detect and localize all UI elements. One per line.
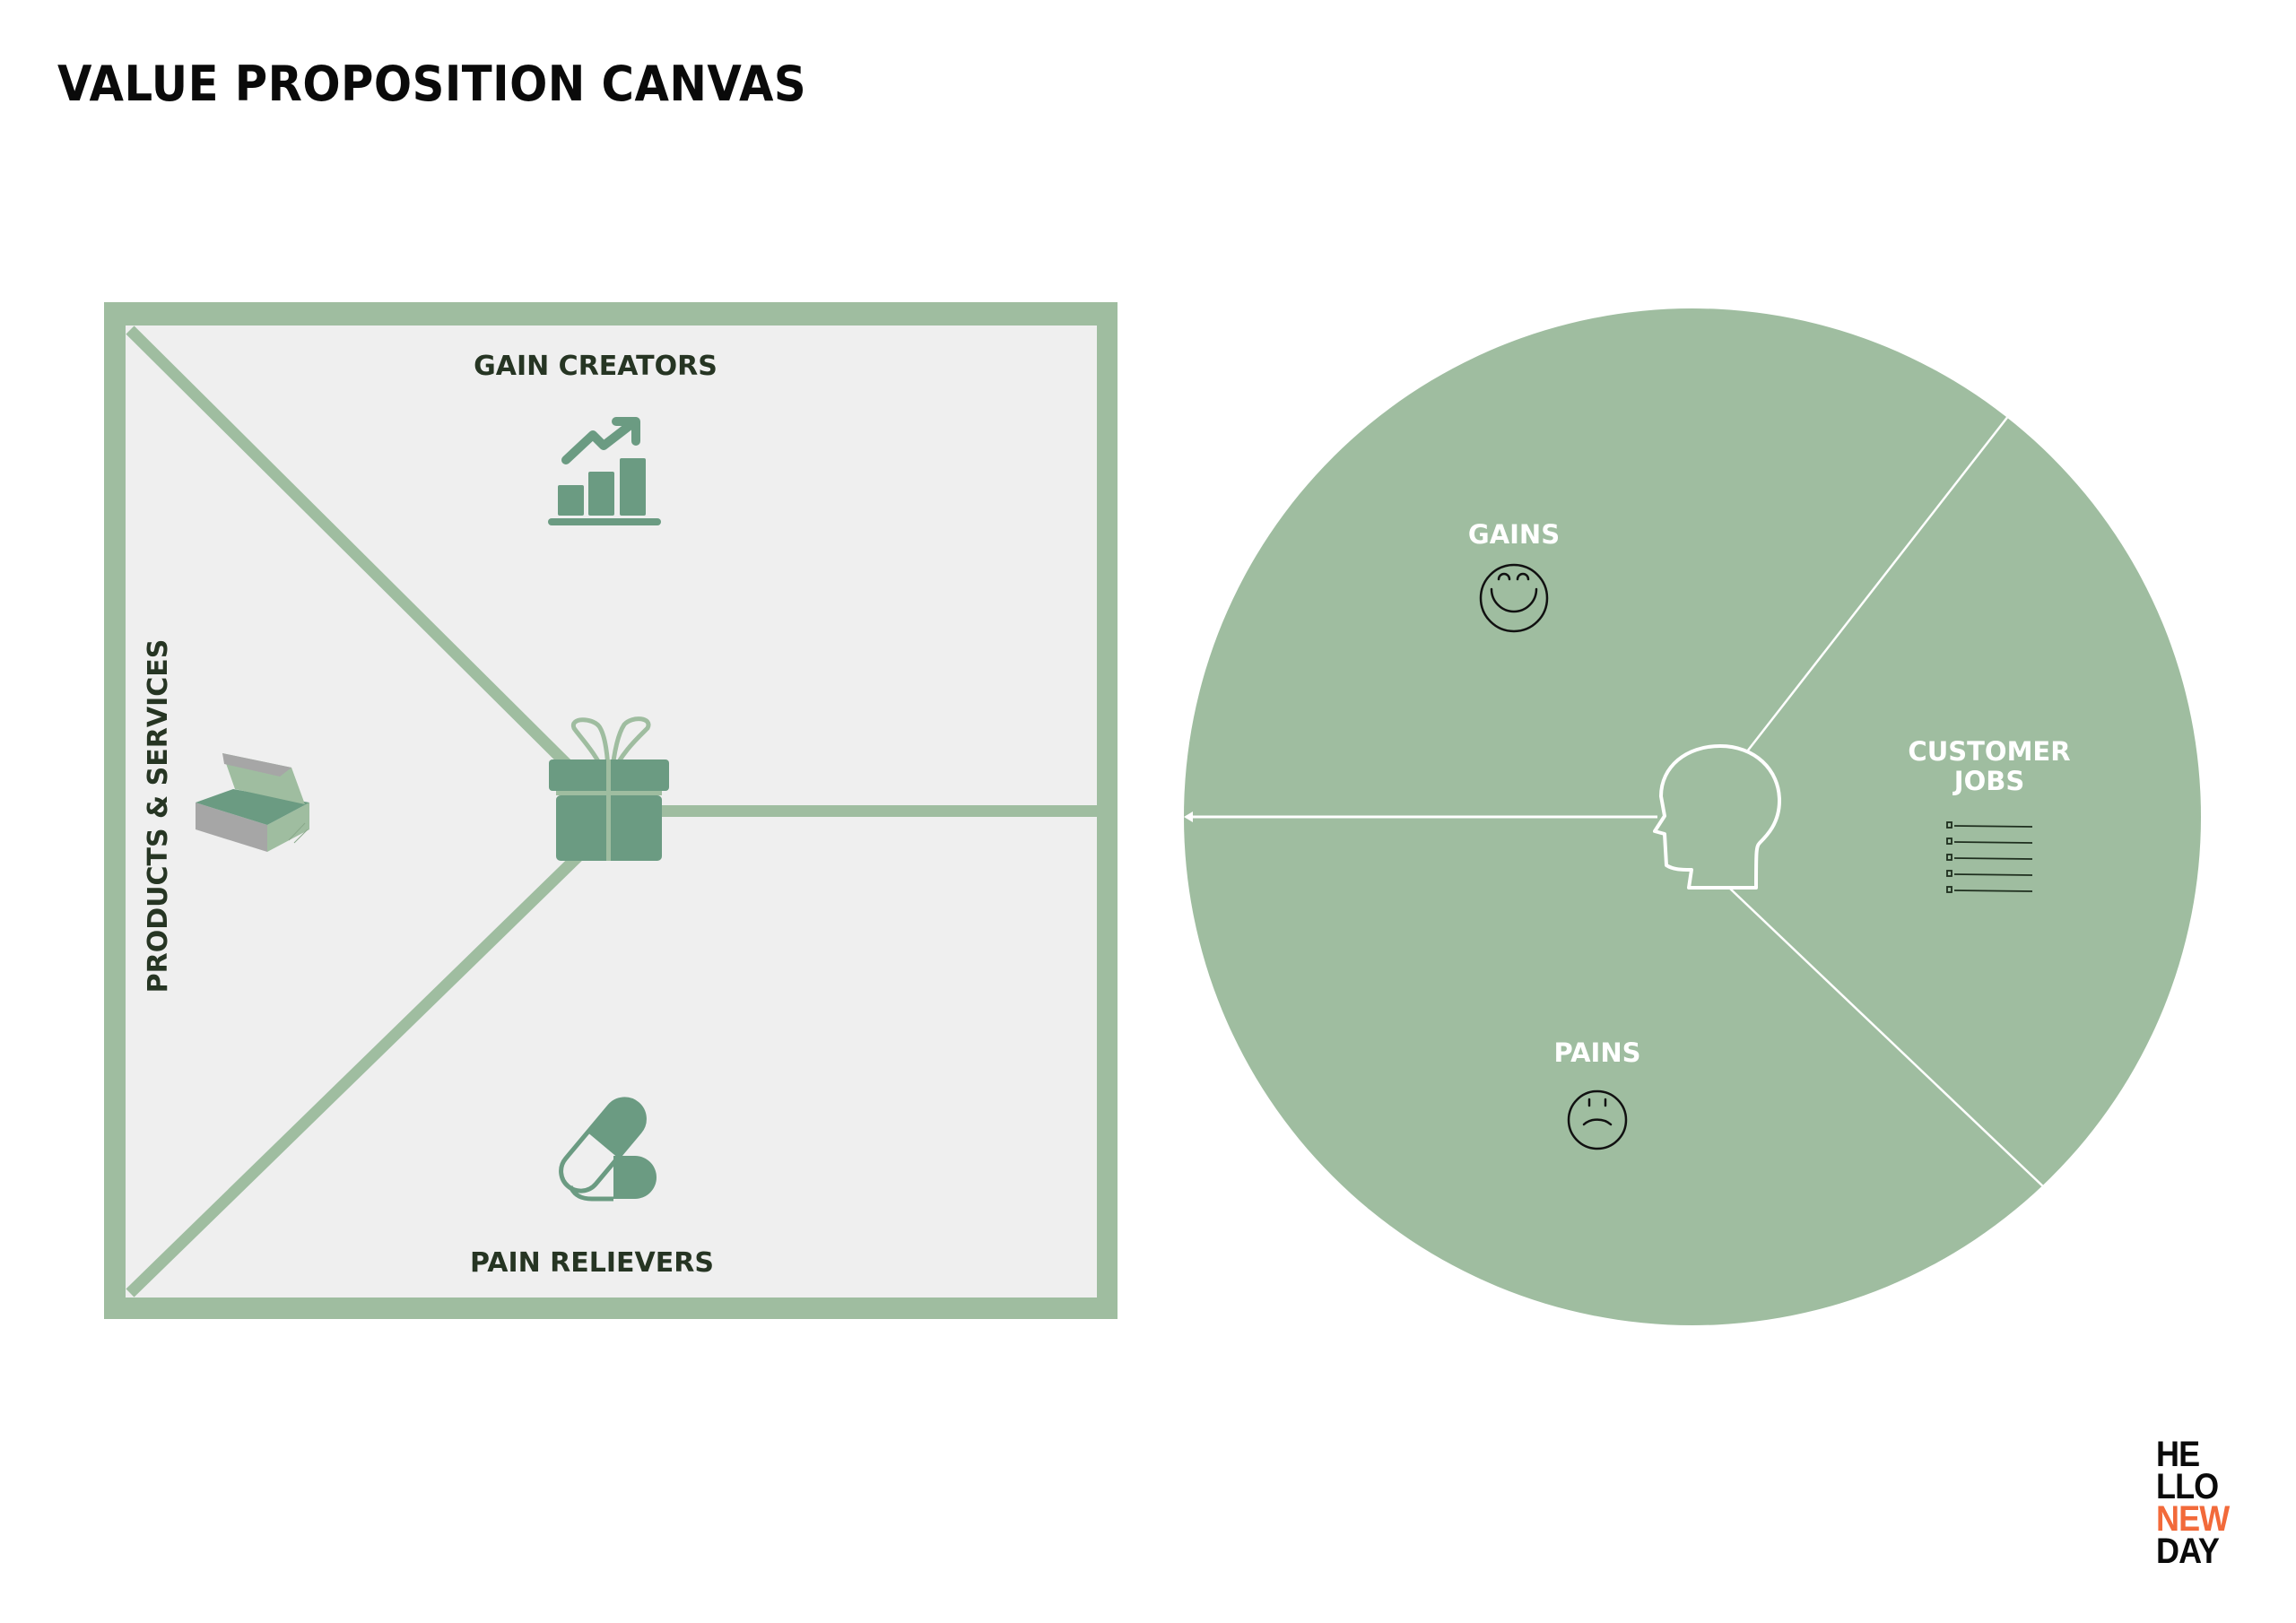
- hello-new-day-logo: HE LLO NEW DAY: [2156, 1435, 2237, 1571]
- smiley-face-icon: [1479, 563, 1549, 633]
- checklist-icon: [1946, 821, 2033, 893]
- logo-line-1: HE: [2156, 1435, 2200, 1474]
- divider-lower-diagonal: [126, 838, 596, 1298]
- customer-jobs-label-line1: CUSTOMER: [1908, 736, 2070, 767]
- logo-line-4: DAY: [2156, 1532, 2220, 1571]
- page-title: VALUE PROPOSITION CANVAS: [57, 56, 807, 112]
- sad-face-icon: [1567, 1089, 1628, 1150]
- pains-label: PAINS: [1554, 1037, 1641, 1068]
- divider-horizontal: [628, 805, 1103, 817]
- customer-jobs-label-line2: JOBS: [1952, 766, 2024, 796]
- gains-label: GAINS: [1468, 519, 1560, 550]
- divider-upper-right: [1746, 414, 2010, 752]
- divider-lower-right: [1728, 887, 2046, 1189]
- products-services-label: PRODUCTS & SERVICES: [143, 639, 174, 994]
- growth-chart-icon: [548, 417, 661, 525]
- customer-profile: GAINS CUSTOMER JOBS PAINS: [1184, 308, 2201, 1325]
- gift-icon: [549, 716, 669, 861]
- arrow-left-icon: [1184, 812, 1193, 822]
- head-profile-icon: [1653, 744, 1781, 890]
- gain-creators-label: GAIN CREATORS: [474, 351, 718, 382]
- pills-icon: [559, 1097, 657, 1202]
- logo-line-2: LLO: [2156, 1467, 2219, 1506]
- value-map: GAIN CREATORS PRODUCTS & SERVICES: [104, 302, 1118, 1319]
- open-box-icon: [196, 753, 309, 852]
- customer-profile-circle: [1184, 308, 2201, 1325]
- pain-relievers-label: PAIN RELIEVERS: [470, 1247, 714, 1279]
- divider-upper-diagonal: [126, 325, 578, 776]
- logo-line-3: NEW: [2156, 1499, 2230, 1539]
